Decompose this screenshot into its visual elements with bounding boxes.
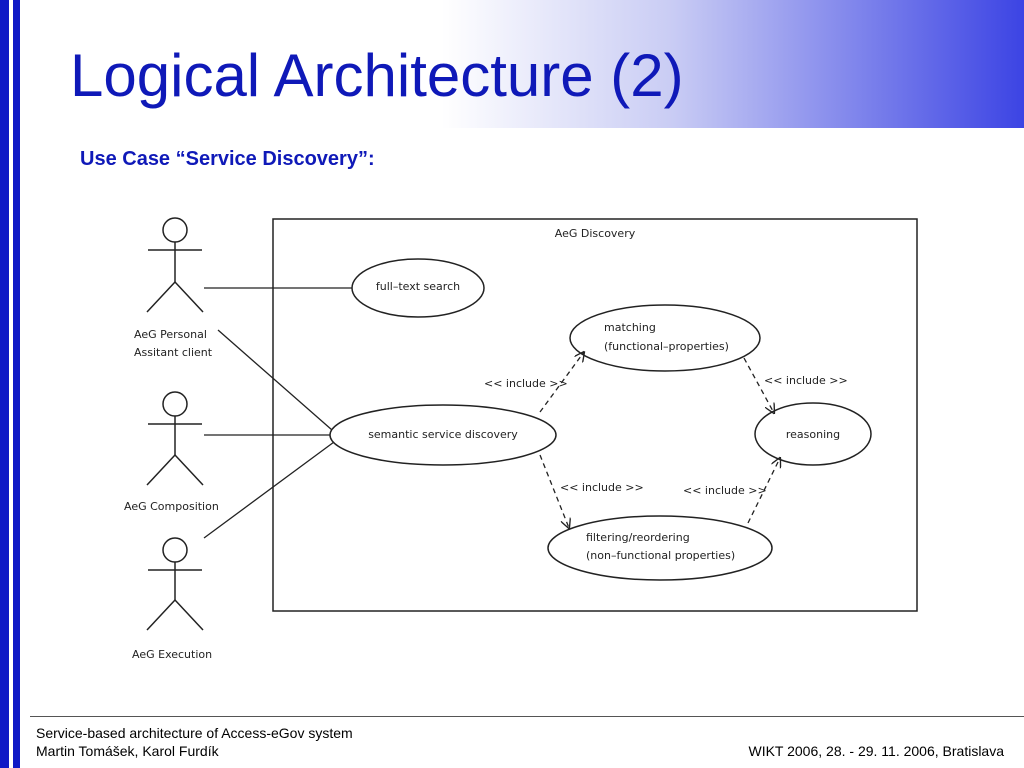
footer-left: Service-based architecture of Access-eGo… xyxy=(36,724,353,760)
header-gradient xyxy=(20,0,1024,128)
usecase-filtering-line1: filtering/reordering xyxy=(586,531,690,544)
actor-execution xyxy=(146,537,204,631)
actor-personal-assistant xyxy=(146,217,204,313)
association-lines xyxy=(203,287,352,539)
actor-composition xyxy=(146,391,204,486)
actor-composition-label: AeG Composition xyxy=(124,500,219,513)
usecase-fulltext-label: full–text search xyxy=(376,280,460,293)
usecase-fulltext-search xyxy=(351,258,485,318)
left-accent-bar xyxy=(0,0,9,768)
footer-event: WIKT 2006, 28. - 29. 11. 2006, Bratislav… xyxy=(748,743,1004,759)
usecase-matching-line1: matching xyxy=(604,321,656,334)
usecase-filtering xyxy=(547,515,773,581)
footer-authors: Martin Tomášek, Karol Furdík xyxy=(36,743,219,759)
slide-title: Logical Architecture (2) xyxy=(70,42,684,109)
usecase-filtering-line2: (non–functional properties) xyxy=(586,549,735,562)
include-label-matching: << include >> xyxy=(484,377,568,390)
actor-personal-label-line1: AeG Personal xyxy=(134,328,207,341)
actor-personal-label-line2: Assitant client xyxy=(134,346,213,359)
slide-subtitle: Use Case “Service Discovery”: xyxy=(80,148,375,170)
usecase-reasoning xyxy=(754,402,872,466)
footer-presentation-title: Service-based architecture of Access-eGo… xyxy=(36,725,353,741)
usecase-matching-line2: (functional–properties) xyxy=(604,340,729,353)
system-label: AeG Discovery xyxy=(555,227,636,240)
include-label-filtering: << include >> xyxy=(560,481,644,494)
include-arrows xyxy=(539,352,780,528)
usecase-matching xyxy=(569,304,761,372)
usecase-semantic-discovery xyxy=(329,404,557,466)
usecase-semantic-label: semantic service discovery xyxy=(368,428,518,441)
footer-divider xyxy=(30,716,1024,717)
include-label-reasoning-top: << include >> xyxy=(764,374,848,387)
usecase-reasoning-label: reasoning xyxy=(786,428,840,441)
include-label-reasoning-bottom: << include >> xyxy=(683,484,767,497)
left-accent-bar-inner xyxy=(13,0,20,768)
actor-execution-label: AeG Execution xyxy=(132,648,212,661)
